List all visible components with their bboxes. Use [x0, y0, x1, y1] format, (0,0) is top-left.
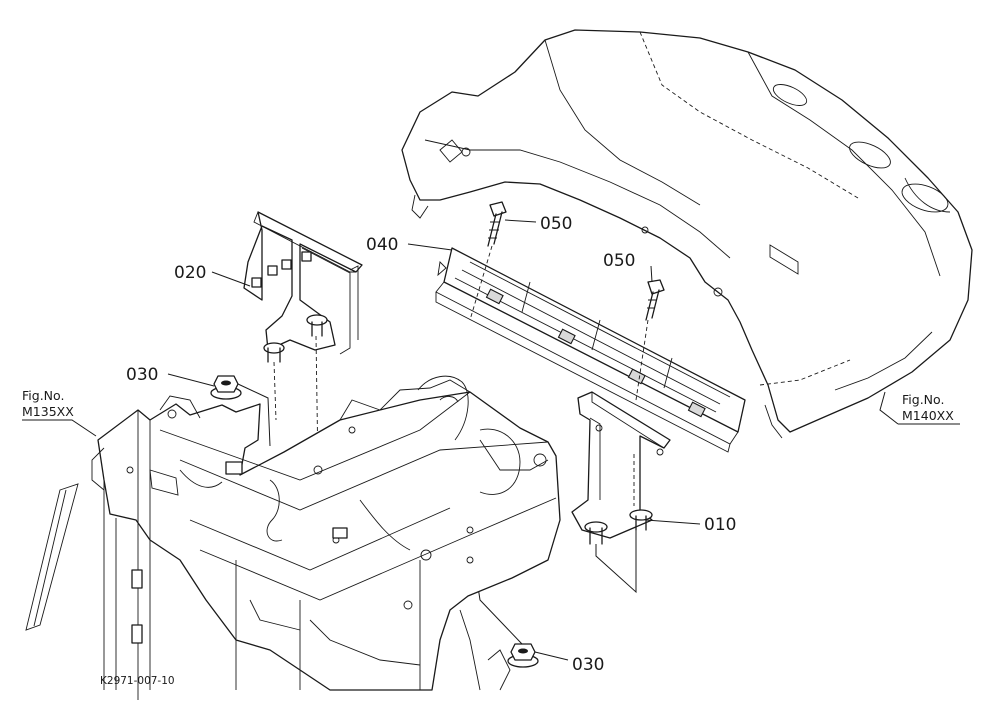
label-020: 020: [174, 263, 206, 283]
fig-ref-left-line2: M135XX: [22, 404, 74, 419]
label-030-upper: 030: [126, 365, 158, 385]
label-050-right: 050: [603, 251, 635, 271]
fig-ref-right-line1: Fig.No.: [902, 392, 944, 407]
label-050-left: 050: [540, 214, 572, 234]
bracket-020: [243, 211, 363, 363]
fig-ref-left-line1: Fig.No.: [22, 388, 64, 403]
label-010: 010: [704, 515, 736, 535]
instrument-panel-040: [435, 247, 746, 453]
leader-lines: [22, 219, 960, 661]
screw-050-right: [645, 279, 665, 321]
dashboard-housing: [401, 29, 973, 439]
flange-nut-030-lower: [507, 643, 539, 668]
main-frame: [25, 375, 561, 700]
flange-nut-030-upper: [210, 375, 242, 400]
label-040: 040: [366, 235, 398, 255]
bracket-010: [571, 391, 671, 545]
label-030-lower: 030: [572, 655, 604, 675]
screw-050-left: [487, 201, 507, 247]
fig-ref-right-line2: M140XX: [902, 408, 954, 423]
drawing-code: K2971-007-10: [100, 675, 175, 687]
